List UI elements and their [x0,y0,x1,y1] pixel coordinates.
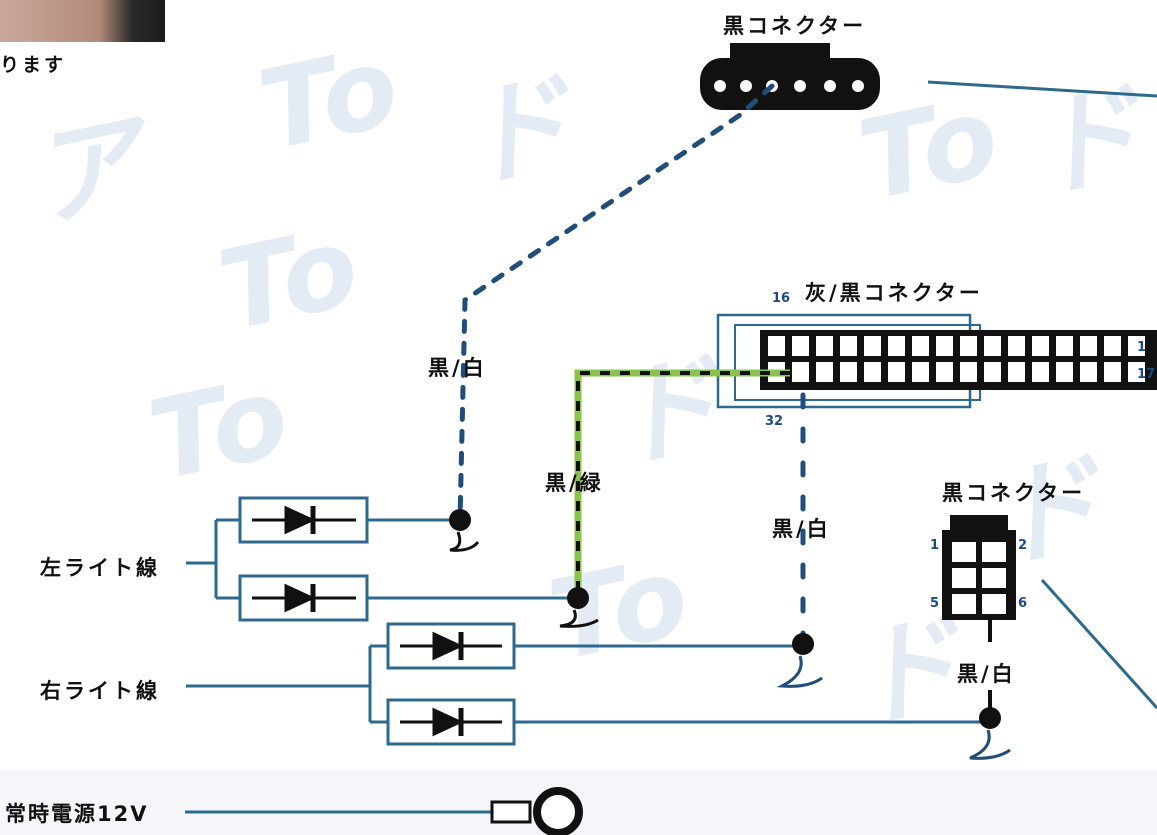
connector-pin [816,336,833,356]
connector-pin [864,336,881,356]
connector-pin [960,362,977,382]
connector-pin [1008,336,1025,356]
gray-black-connector [716,313,1157,409]
right-diode-symbols [400,631,502,737]
right-light-diodes [186,622,990,746]
right-light-line-label: 右ライト線 [40,679,160,703]
connector-pin [768,336,785,356]
right-connector-label: 黒コネクター [942,481,1086,505]
connector-pin [1104,336,1121,356]
connector-pin [912,336,929,356]
connector-pin [816,362,833,382]
connector-pin [888,336,905,356]
connector-pin [1128,362,1145,382]
svg-text:To: To [139,352,299,506]
connector-pin [792,362,809,382]
connector-pin [912,362,929,382]
left-light-diodes [186,496,578,622]
connector-pin [888,362,905,382]
product-photo-crop [0,0,165,42]
wire-label-black-white-3: 黒/白 [957,662,1016,686]
left-diode-symbols [252,505,356,613]
connector-pin [1128,336,1145,356]
connector-pin [1032,362,1049,382]
wire-label-black-white-2: 黒/白 [772,517,831,541]
connector-pin [1056,362,1073,382]
connector-pin [960,336,977,356]
top-connector-label: 黒コネクター [723,14,867,38]
right-pin-5: 5 [930,596,940,611]
wire-tails [449,531,1011,760]
connector-pin [840,336,857,356]
wire-black-white-1 [457,83,775,523]
constant-power-label: 常時電源12V [5,802,149,826]
connector-pin [1008,362,1025,382]
junctions [449,509,1001,729]
constant-power-line [185,787,583,835]
top-text: ります [0,54,67,76]
pin-17: 17 [1137,367,1156,382]
pin-1: 1 [1137,340,1147,355]
svg-text:ド: ド [449,56,588,205]
svg-text:To: To [539,532,699,686]
wire-label-black-white-1: 黒/白 [428,356,487,380]
right-pin-1: 1 [930,538,940,553]
svg-text:ア: ア [19,94,167,245]
right-black-connector [942,515,1157,712]
connector-pin [840,362,857,382]
pin-16: 16 [772,291,791,306]
connector-pin [864,362,881,382]
connector-pin [1056,336,1073,356]
connector-pin [936,362,953,382]
left-light-line-label: 左ライト線 [40,556,160,580]
connector-pin [936,336,953,356]
right-pin-2: 2 [1018,538,1028,553]
right-pin-6: 6 [1018,596,1028,611]
svg-text:To: To [209,202,369,356]
connector-pin [792,336,809,356]
connector-pin [984,336,1001,356]
connector-pin [1080,362,1097,382]
wire-label-black-green: 黒/緑 [545,471,604,495]
pin-32: 32 [765,414,784,429]
connector-pin [1080,336,1097,356]
connector-pin [1032,336,1049,356]
connector-pin [1104,362,1121,382]
gray-black-connector-label: 灰/黒コネクター [805,281,983,305]
connector-pin [984,362,1001,382]
svg-text:To: To [249,22,409,176]
